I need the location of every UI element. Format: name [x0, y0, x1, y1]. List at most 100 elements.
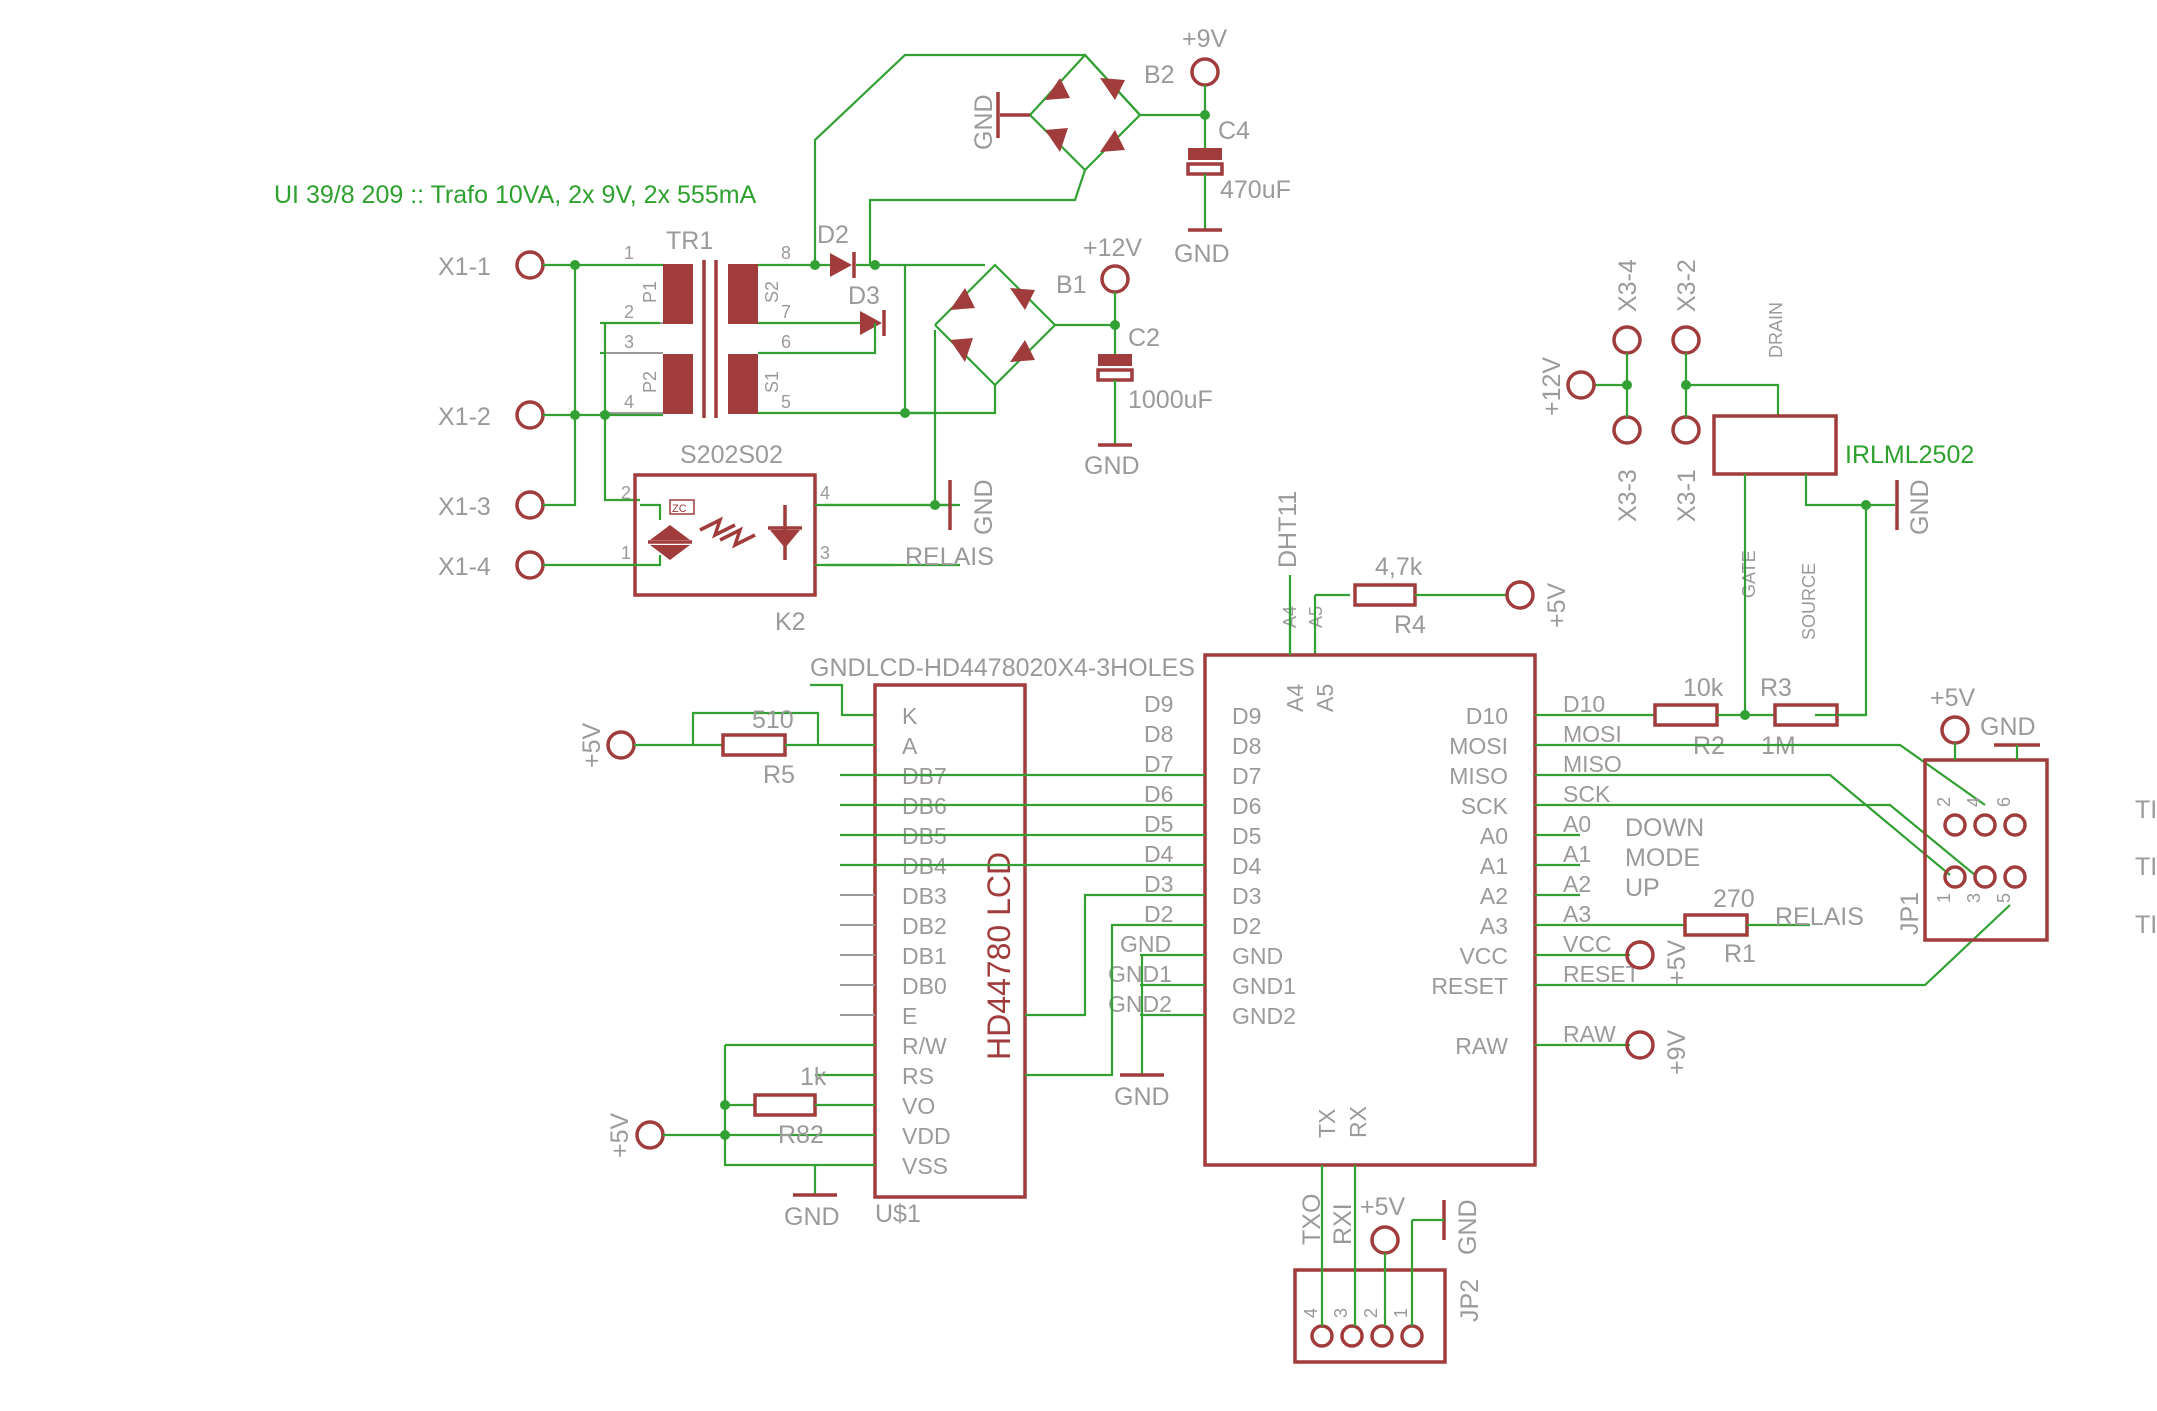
capacitor-c4[interactable]: C4 470uF GND	[1174, 115, 1291, 268]
bridge-b2[interactable]: GND B2 +9V	[970, 25, 1228, 172]
winding-label: S1	[762, 371, 782, 393]
header-jp1[interactable]: 2 4 6 1 3 5 JP1 +5V GND	[1896, 684, 2049, 942]
resistor-r3[interactable]: R3 1M	[1760, 674, 1866, 760]
jp1-pin: 4	[1964, 797, 1984, 807]
tr1-pin-label: 5	[781, 392, 791, 412]
jp1-pin: 1	[1934, 893, 1954, 903]
spi-wiring: DOWN MODE UP +5V +9V	[1535, 743, 2011, 1075]
clipped-label: TI	[2135, 796, 2157, 824]
arduino-pin: A1	[1480, 853, 1508, 879]
arduino-pin: D10	[1466, 703, 1508, 729]
arduino-net: A1	[1563, 841, 1591, 867]
arduino-net: D8	[1144, 721, 1173, 747]
arduino-module[interactable]: D9 D8 D7 D6 D5 D4 D3 D2 GND GND1 GND2 D9…	[1108, 653, 1640, 1167]
gnd-label: GND	[1084, 452, 1140, 480]
resistor-r2[interactable]: 10k R2	[1535, 674, 1775, 760]
lcd-body-label: HD44780 LCD	[981, 852, 1017, 1060]
gnd-label: GND	[970, 479, 998, 535]
resistor-ref: R82	[778, 1121, 824, 1149]
jp1-pin: 3	[1964, 893, 1984, 903]
connector-x3[interactable]: X3-4 X3-2 X3-3 X3-1 +12V	[1538, 259, 1780, 522]
winding-label: P1	[640, 281, 660, 303]
arduino-pin: A2	[1480, 883, 1508, 909]
tr1-pin-label: 3	[624, 332, 634, 352]
jp2-pin: 4	[1301, 1308, 1321, 1318]
resistor-r5[interactable]: +5V 510 R5	[578, 706, 875, 789]
lcd-ref: U$1	[875, 1200, 921, 1228]
bridge-ref: B1	[1056, 271, 1087, 299]
lcd-pin: DB1	[902, 943, 947, 969]
resistor-r4[interactable]: 4,7k R4 +5V	[1353, 553, 1571, 639]
arduino-net: GND2	[1108, 991, 1172, 1017]
arduino-pin: A0	[1480, 823, 1508, 849]
resistor-r82[interactable]: +5V GND 1k R82	[606, 1043, 875, 1231]
bridge-b1[interactable]: B1 +12V	[934, 234, 1142, 387]
connector-label: X1-3	[438, 493, 491, 521]
arduino-pin: D5	[1232, 823, 1261, 849]
arduino-pin: D7	[1232, 763, 1261, 789]
winding-label: P2	[640, 371, 660, 393]
relay-pin-label: 4	[820, 483, 830, 503]
mosfet-irlml2502[interactable]: IRLML2502 DRAIN GATE SOURCE GND	[1712, 302, 1974, 717]
capacitor-value: 1000uF	[1128, 386, 1213, 414]
resistor-ref: R3	[1760, 674, 1792, 702]
arduino-pin: TX	[1314, 1109, 1340, 1138]
supply-label: +12V	[1538, 357, 1566, 416]
relay-pin-label: 3	[820, 543, 830, 563]
diode-d2[interactable]: D2	[817, 221, 856, 278]
connector-label: X1-4	[438, 553, 491, 581]
bridge-ref: B2	[1144, 61, 1175, 89]
supply-label: +5V	[1930, 684, 1976, 712]
relay-pin-label: 1	[621, 543, 631, 563]
transformer-ref: TR1	[666, 227, 713, 255]
resistor-value: 510	[752, 706, 794, 734]
jp1-pin: 5	[1994, 893, 2014, 903]
gnd-label: GND	[784, 1203, 840, 1231]
mosfet-pin-label: SOURCE	[1799, 563, 1819, 640]
supply-label: +5V	[1663, 939, 1691, 985]
supply-label: +9V	[1663, 1029, 1691, 1075]
resistor-ref: R4	[1394, 611, 1426, 639]
arduino-net: D9	[1144, 691, 1173, 717]
button-label: DOWN	[1625, 814, 1704, 842]
mosfet-pin-label: GATE	[1739, 550, 1759, 598]
diode-d3[interactable]: D3	[848, 282, 886, 336]
relais-net-label: RELAIS	[905, 543, 994, 571]
lcd-device-name: GNDLCD-HD4478020X4-3HOLES	[810, 654, 1195, 682]
lcd-pin: DB2	[902, 913, 947, 939]
jp1-pin: 2	[1934, 797, 1954, 807]
arduino-pin: D9	[1232, 703, 1261, 729]
relay-pin-label: 2	[621, 483, 631, 503]
header-jp2[interactable]: 4 3 2 1 JP2 TXO RXI +5V GND	[1293, 1165, 1484, 1364]
arduino-net: SCK	[1563, 781, 1611, 807]
arduino-pin: D8	[1232, 733, 1261, 759]
relay-k2[interactable]: S202S02 2 1 4 3 ZC RELAIS GND K2	[620, 441, 998, 636]
supply-label: +9V	[1182, 25, 1228, 53]
gnd-label: GND	[1980, 713, 2036, 741]
arduino-left-pins: D9 D8 D7 D6 D5 D4 D3 D2 GND GND1 GND2	[1232, 703, 1296, 1029]
resistor-value: 1k	[800, 1063, 827, 1091]
arduino-net: D2	[1144, 901, 1173, 927]
arduino-net: GND	[1120, 931, 1171, 957]
connector-x1[interactable]: X1-1 X1-2 X1-3 X1-4	[438, 250, 545, 581]
supply-label: +5V	[606, 1112, 634, 1158]
dht11-sensor[interactable]: DHT11 A4 A5	[1274, 491, 1350, 655]
arduino-pin: GND	[1232, 943, 1283, 969]
arduino-net: D3	[1144, 871, 1173, 897]
diode-ref: D3	[848, 282, 880, 310]
arduino-net: MOSI	[1563, 721, 1622, 747]
button-label: UP	[1625, 874, 1660, 902]
lcd-pin: VO	[902, 1093, 935, 1119]
diode-ref: D2	[817, 221, 849, 249]
jp2-net: RXI	[1329, 1203, 1357, 1245]
resistor-ref: R1	[1724, 940, 1756, 968]
resistor-r1[interactable]: 270 R1 RELAIS	[1535, 885, 1864, 968]
mosfet-pin-label: DRAIN	[1766, 302, 1786, 358]
tr1-pin-label: 1	[624, 243, 634, 263]
capacitor-c2[interactable]: C2 1000uF GND	[1084, 324, 1213, 480]
arduino-net: D7	[1144, 751, 1173, 777]
lcd-pin: R/W	[902, 1033, 947, 1059]
arduino-net: D6	[1144, 781, 1173, 807]
lcd-pin: E	[902, 1003, 917, 1029]
